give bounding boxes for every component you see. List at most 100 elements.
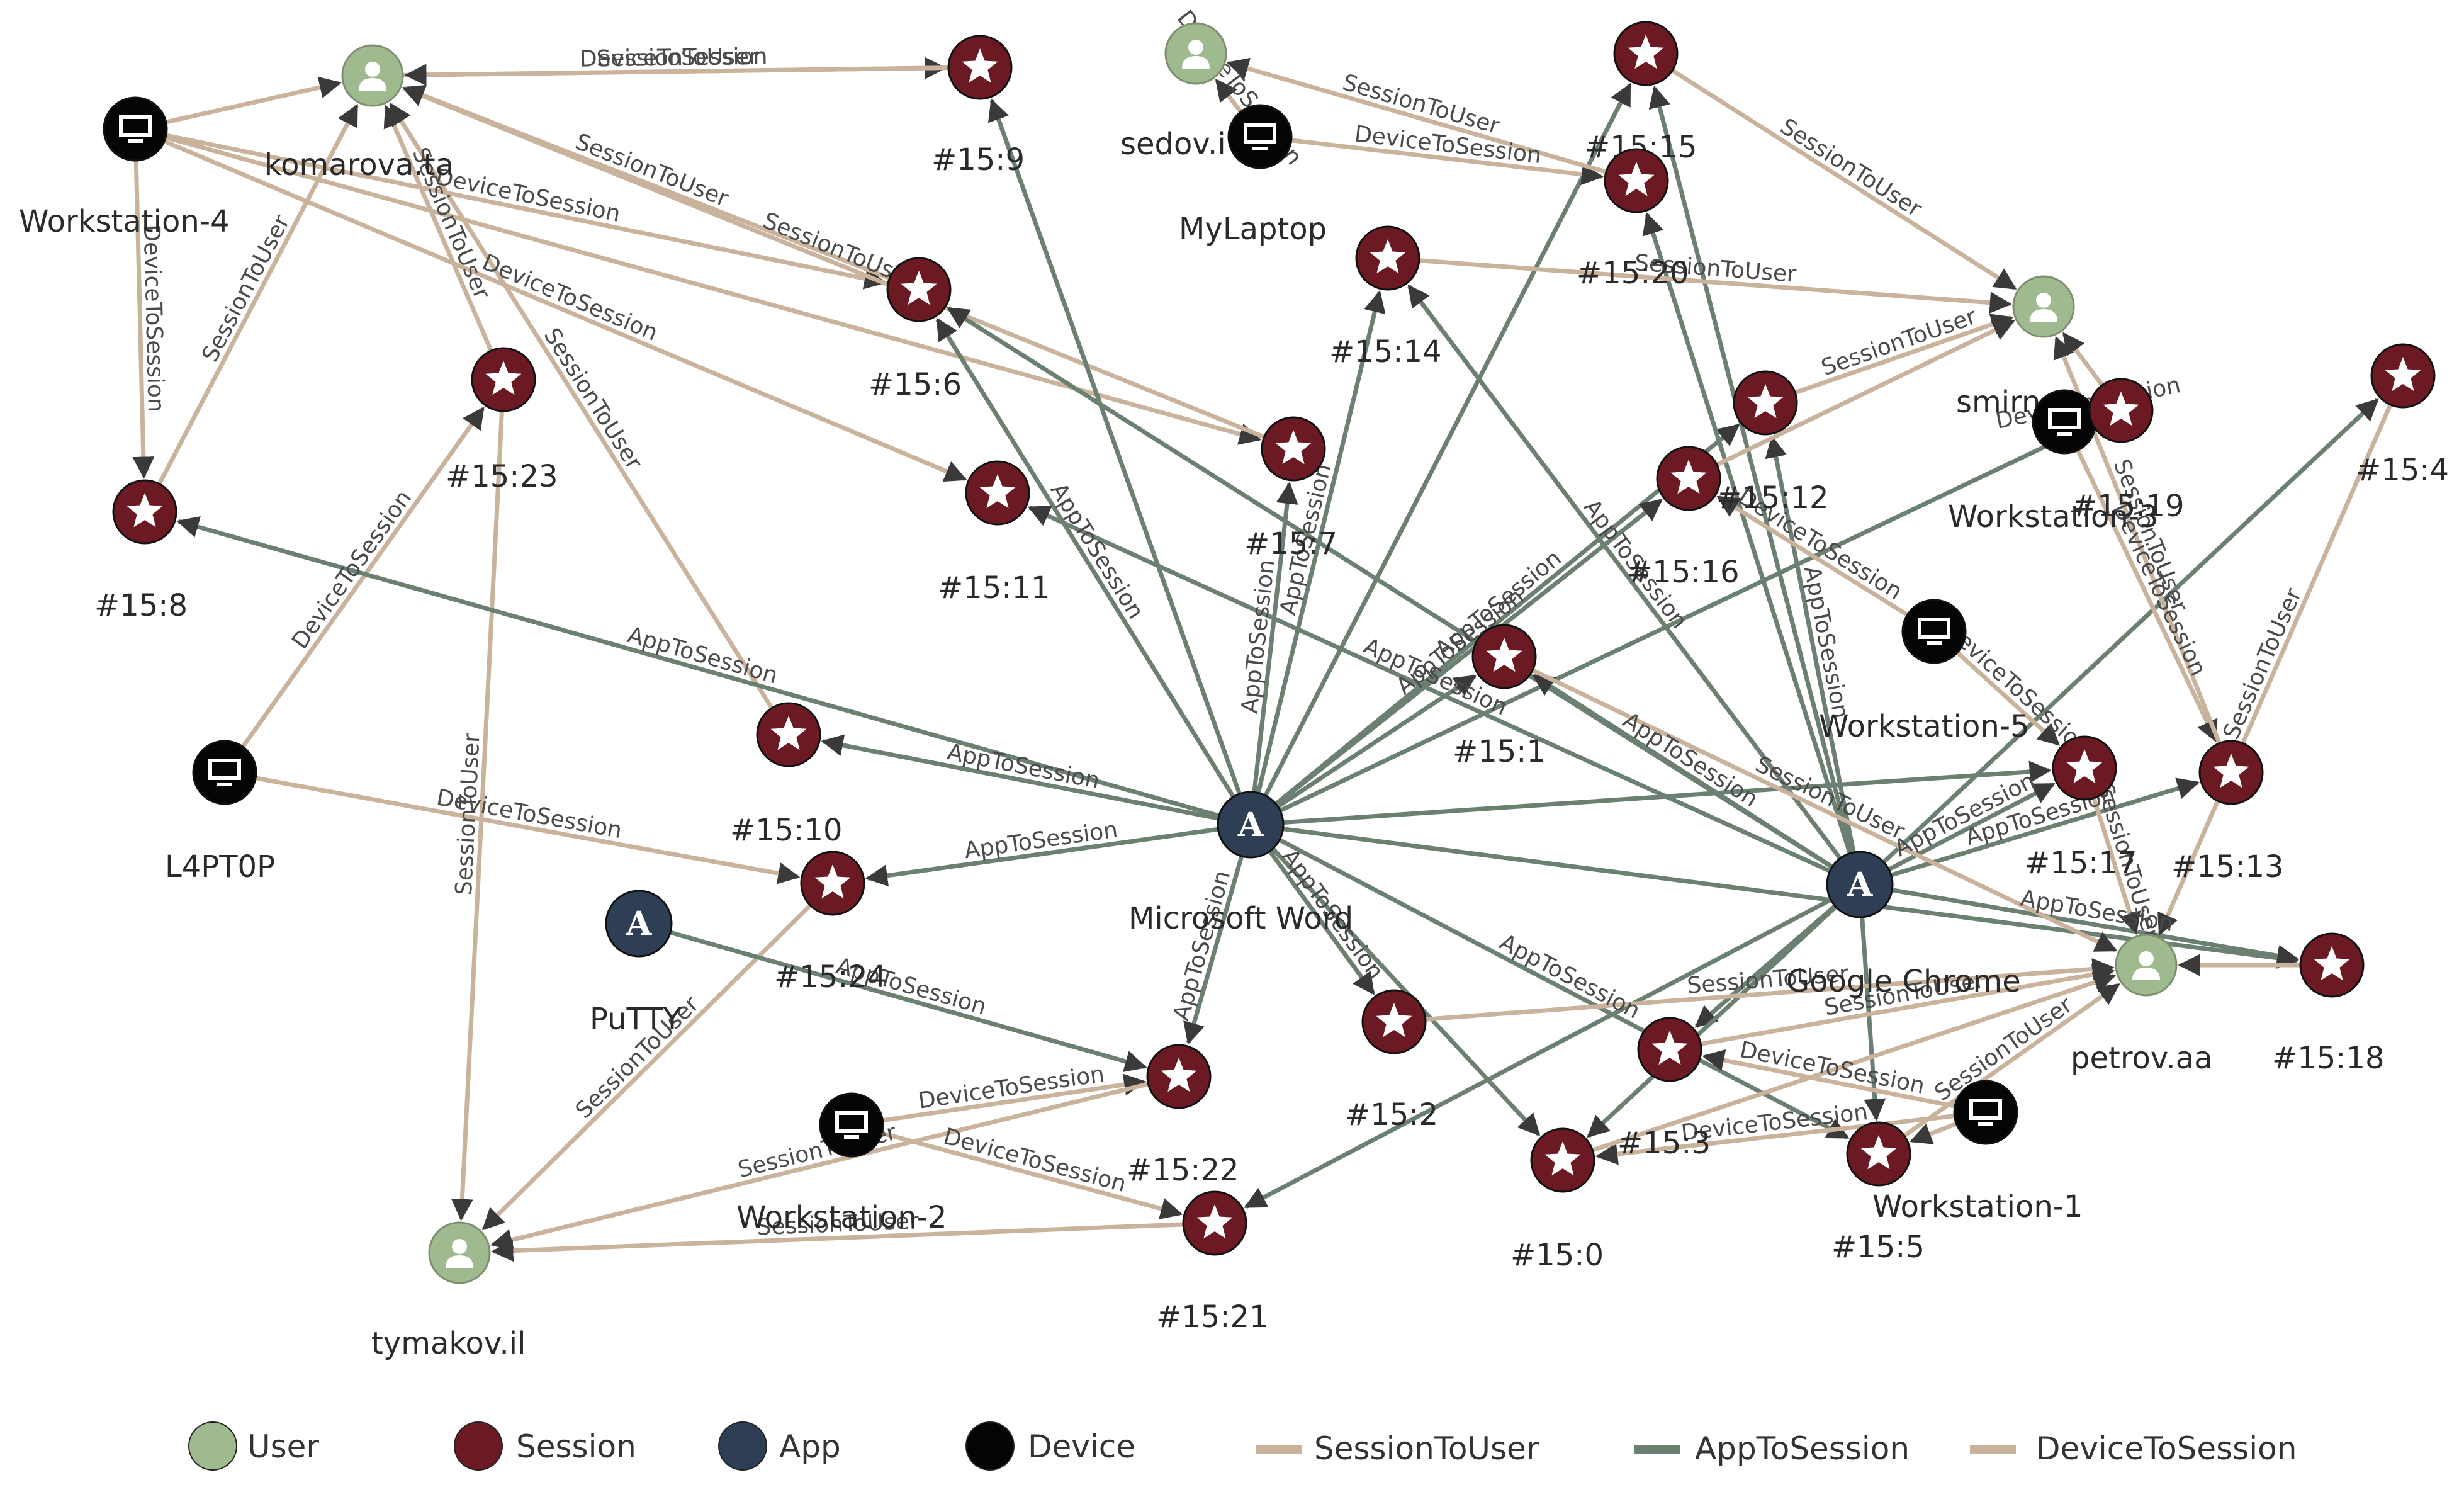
node-session-s17[interactable]: #15:17 bbox=[2025, 735, 2137, 881]
edge-session-to-user bbox=[404, 64, 949, 86]
node-label: #15:10 bbox=[730, 813, 843, 848]
edge-app-to-session bbox=[1648, 85, 1854, 854]
node-session-s7[interactable]: #15:7 bbox=[1244, 416, 1337, 562]
node-user-komarova[interactable]: komarova.ta bbox=[264, 44, 454, 183]
node-session-s20[interactable]: #15:20 bbox=[1577, 148, 1689, 291]
edge-app-to-session bbox=[1890, 777, 2200, 878]
node-device-laptop[interactable]: MyLaptop bbox=[1179, 104, 1327, 247]
monitor-display-icon bbox=[123, 119, 148, 133]
node-label: #15:5 bbox=[1831, 1229, 1925, 1265]
user-body-icon bbox=[2030, 309, 2057, 322]
node-session-s19[interactable]: #15:19 bbox=[2072, 378, 2185, 524]
node-session-s18[interactable]: #15:18 bbox=[2272, 932, 2385, 1076]
node-label: Google Chrome bbox=[1786, 964, 2021, 999]
node-session-s9[interactable]: #15:9 bbox=[931, 35, 1025, 178]
node-session-s15[interactable]: #15:15 bbox=[1585, 21, 1697, 165]
monitor-stand-icon bbox=[128, 139, 143, 143]
node-session-s5[interactable]: #15:5 bbox=[1831, 1121, 1925, 1265]
monitor-stand-icon bbox=[844, 1135, 859, 1139]
node-session-s6[interactable]: #15:6 bbox=[869, 257, 962, 402]
node-session-s0[interactable]: #15:0 bbox=[1510, 1127, 1604, 1273]
edge-session-to-user bbox=[1700, 963, 2115, 1046]
edge-label-device-to-session: DeviceToSession bbox=[138, 224, 169, 412]
node-device-ws2[interactable]: Workstation-2 bbox=[736, 1092, 947, 1235]
node-label: #15:17 bbox=[2025, 845, 2137, 881]
edge-label-session-to-user: SessionToUser bbox=[2219, 584, 2307, 743]
edge-app-to-session bbox=[1268, 849, 1375, 995]
edge-label-device-to-session: DeviceToSession bbox=[287, 486, 417, 654]
node-user-smirnov[interactable]: smirn bbox=[1956, 275, 2075, 420]
node-device-l4pt0p[interactable]: L4PT0P bbox=[165, 740, 275, 884]
node-user-petrov[interactable]: petrov.aa bbox=[2071, 934, 2213, 1076]
node-label: Workstation-1 bbox=[1872, 1189, 2083, 1224]
node-session-s24[interactable]: #15:24 bbox=[774, 851, 887, 995]
node-label: komarova.ta bbox=[264, 147, 454, 183]
node-device-ws1[interactable]: Workstation-1 bbox=[1872, 1080, 2083, 1224]
monitor-stand-icon bbox=[1927, 641, 1942, 645]
node-session-s1[interactable]: #15:1 bbox=[1453, 624, 1546, 769]
node-label: #15:13 bbox=[2171, 849, 2284, 884]
legend-session-to-user: SessionToUser bbox=[1256, 1430, 1539, 1467]
edge-label-app-to-session: AppToSession bbox=[945, 739, 1102, 794]
monitor-stand-icon bbox=[1978, 1122, 1993, 1126]
node-label: #15:2 bbox=[1345, 1097, 1438, 1133]
node-session-s23[interactable]: #15:23 bbox=[446, 347, 558, 494]
user-head-icon bbox=[365, 62, 380, 77]
node-session-s8[interactable]: #15:8 bbox=[94, 479, 188, 623]
node-label: #15:19 bbox=[2072, 489, 2185, 524]
node-label: #15:24 bbox=[774, 959, 887, 995]
edge-label-session-to-user: SessionToUser bbox=[1775, 113, 1926, 222]
edge-app-to-session bbox=[821, 734, 1219, 821]
app-circle bbox=[1826, 851, 1894, 918]
user-body-icon bbox=[1182, 56, 1210, 69]
node-device-ws4[interactable]: Workstation-4 bbox=[19, 96, 230, 239]
node-session-s21[interactable]: #15:21 bbox=[1156, 1190, 1269, 1335]
node-label: #15:11 bbox=[938, 570, 1050, 606]
node-session-s11[interactable]: #15:11 bbox=[938, 460, 1050, 606]
edge-label-device-to-session: DeviceToSession bbox=[478, 249, 661, 346]
edge-app-to-session bbox=[1244, 898, 1832, 1209]
node-user-sedov[interactable]: sedov.i bbox=[1120, 22, 1227, 162]
node-session-s13[interactable]: #15:13 bbox=[2171, 740, 2284, 884]
node-label: Workstation-4 bbox=[19, 204, 230, 239]
star-icon bbox=[1486, 638, 1522, 672]
monitor-stand-icon bbox=[217, 783, 232, 786]
node-device-ws5[interactable]: Workstation-5 bbox=[1819, 599, 2030, 744]
node-session-s4[interactable]: #15:4 bbox=[2356, 343, 2449, 488]
node-user-tymakov[interactable]: tymakov.il bbox=[371, 1221, 526, 1361]
edge-app-to-session bbox=[1642, 212, 1852, 854]
node-device-ws3[interactable]: Workstation-3 bbox=[1948, 389, 2159, 534]
user-head-icon bbox=[2036, 293, 2051, 308]
star-icon bbox=[770, 716, 807, 750]
edge-app-to-session bbox=[865, 827, 1218, 887]
star-icon bbox=[1161, 1058, 1197, 1092]
node-session-s2[interactable]: #15:2 bbox=[1345, 989, 1438, 1133]
node-label: Workstation-5 bbox=[1819, 709, 2030, 744]
edge-session-to-user bbox=[2157, 404, 2393, 936]
edge-session-to-user bbox=[2062, 332, 2104, 387]
node-session-s22[interactable]: #15:22 bbox=[1127, 1044, 1239, 1188]
node-session-s16[interactable]: #15:16 bbox=[1627, 446, 1740, 590]
edge-device-to-session bbox=[1702, 1049, 1955, 1109]
edge-app-to-session bbox=[1278, 838, 1850, 1140]
edge-app-to-session bbox=[1263, 82, 1632, 797]
node-label: PuTTY bbox=[590, 1002, 682, 1037]
star-icon bbox=[485, 361, 522, 395]
legend-app-label: App bbox=[779, 1428, 841, 1465]
legend-session-to-user-label: SessionToUser bbox=[1314, 1430, 1539, 1467]
node-session-s12[interactable]: #15:12 bbox=[1716, 370, 1829, 516]
node-label: #15:20 bbox=[1577, 256, 1689, 291]
node-session-s14[interactable]: #15:14 bbox=[1329, 225, 1442, 370]
legend-app-swatch bbox=[718, 1421, 767, 1471]
legend-device-to-session-label: DeviceToSession bbox=[2036, 1430, 2297, 1467]
edge-device-to-session bbox=[1291, 138, 1604, 186]
node-session-s10[interactable]: #15:10 bbox=[730, 702, 843, 848]
nodes-layer: komarova.ta sedov.i smirn petrov.aa tymakov.… bbox=[19, 21, 2449, 1361]
node-session-s3[interactable]: #15:3 bbox=[1617, 1017, 1711, 1161]
edge-session-to-user bbox=[481, 903, 812, 1231]
node-label: #15:3 bbox=[1617, 1126, 1711, 1161]
edge-app-to-session bbox=[1252, 482, 1298, 793]
